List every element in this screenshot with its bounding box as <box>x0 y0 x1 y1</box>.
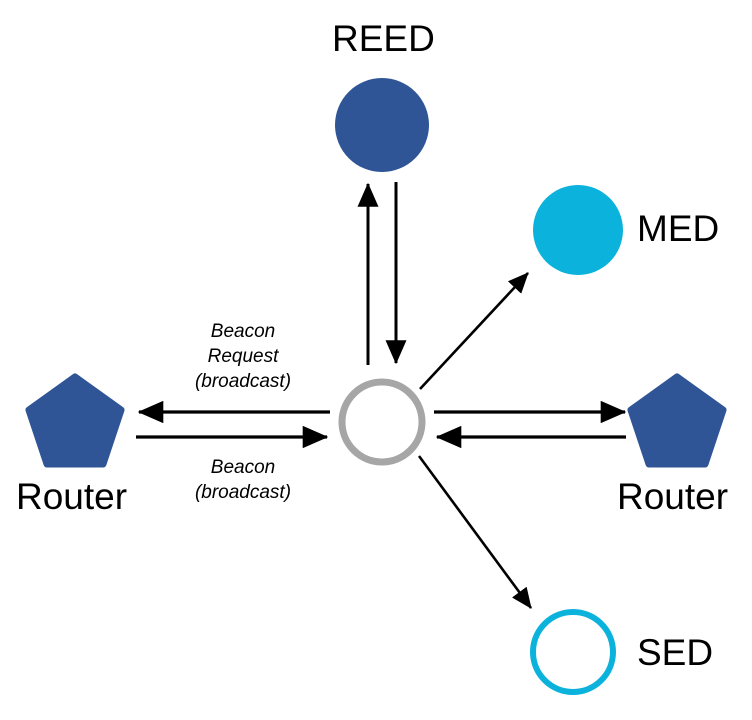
node-label-router-left: Router <box>16 476 128 517</box>
node-med[interactable] <box>533 185 623 275</box>
edge-center-to-med <box>419 272 529 390</box>
node-sed[interactable] <box>530 609 616 695</box>
node-label-med: MED <box>637 208 720 249</box>
edge-label-beacon-request: Beacon Request (broadcast) <box>194 321 292 393</box>
node-router-right[interactable] <box>627 373 727 468</box>
node-label-reed: REED <box>332 18 435 59</box>
node-layer <box>25 78 727 695</box>
node-reed[interactable] <box>335 78 429 172</box>
edge-label-beacon: Beacon (broadcast) <box>194 457 292 504</box>
edge-layer <box>136 182 627 609</box>
node-router-left[interactable] <box>25 373 125 468</box>
node-label-router-right: Router <box>617 476 729 517</box>
node-center-device[interactable] <box>338 378 426 466</box>
edge-center-to-sed <box>417 455 533 609</box>
node-label-sed: SED <box>637 632 714 673</box>
